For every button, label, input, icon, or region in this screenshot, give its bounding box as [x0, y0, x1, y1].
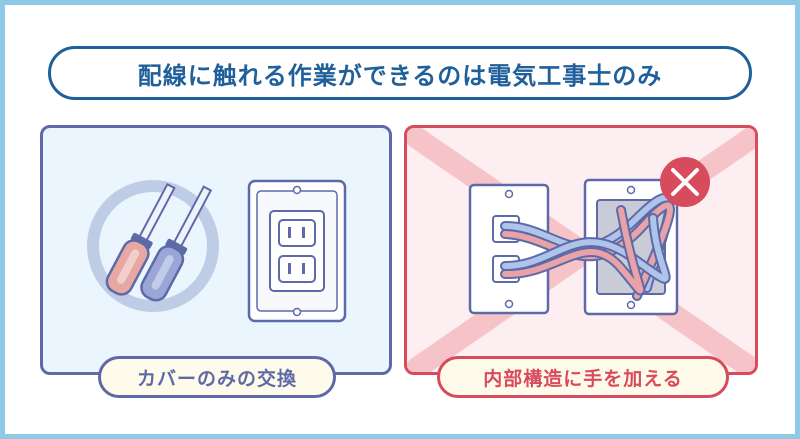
allowed-panel: [40, 125, 392, 375]
outlet-icon: [247, 179, 347, 323]
allowed-caption: カバーのみの交換: [98, 356, 336, 398]
outlet-plate-icon: [468, 183, 550, 315]
allowed-illustration: [87, 179, 347, 323]
prohibited-caption: 内部構造に手を加える: [437, 356, 729, 398]
screwdriver-icon: [105, 182, 176, 296]
prohibited-x-icon: [660, 157, 710, 207]
prohibited-panel: [404, 125, 758, 375]
circle-icon: [87, 180, 219, 312]
wire-icon: [500, 193, 675, 301]
prohibited-illustration: [407, 128, 755, 372]
screwdriver-icon: [140, 185, 213, 302]
page-title: 配線に触れる作業ができるのは電気工事士のみ: [48, 46, 752, 100]
